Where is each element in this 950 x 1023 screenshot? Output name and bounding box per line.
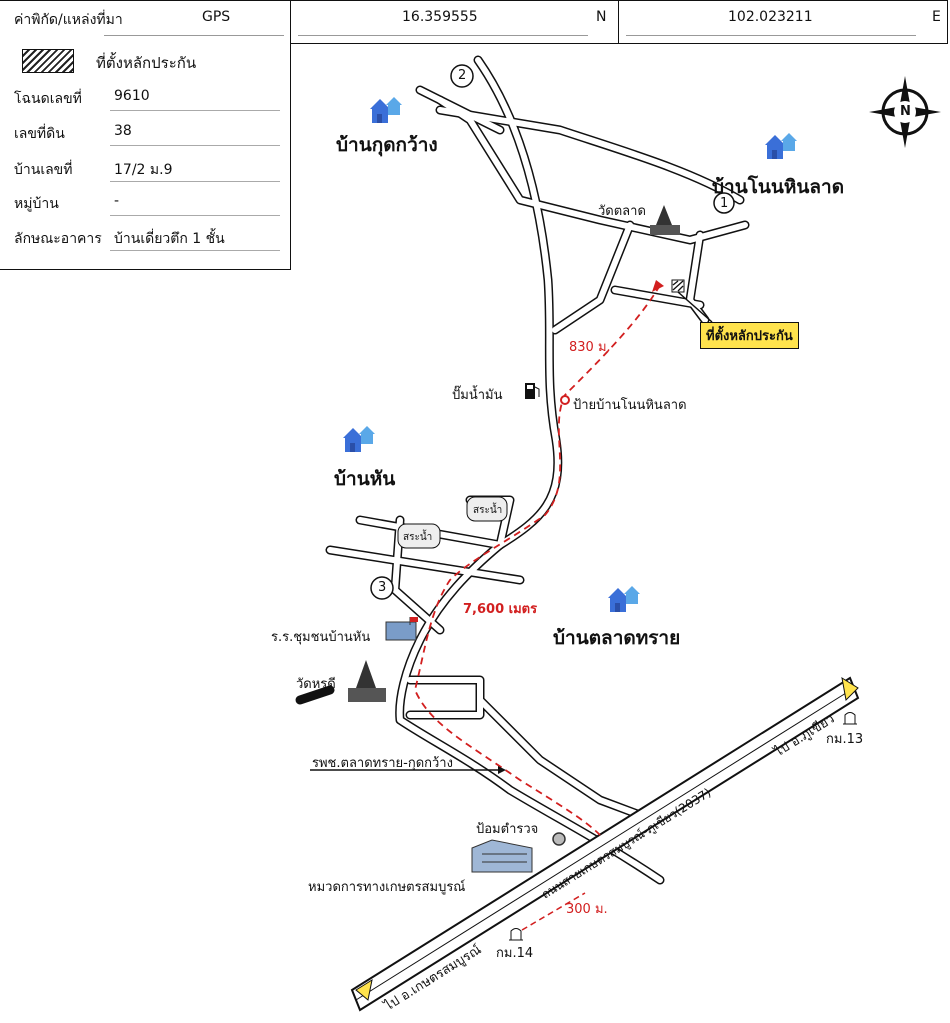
collateral-hatch: [672, 280, 684, 292]
info-value: บ้านเดี่ยวตึก 1 ชั้น: [114, 231, 225, 247]
info-label: บ้านเลขที่: [14, 162, 73, 178]
info-label: เลขที่ดิน: [14, 126, 65, 142]
police-box-label: ป้อมตำรวจ: [476, 822, 539, 837]
police-badge-icon: [552, 832, 566, 846]
info-value: 9610: [114, 88, 150, 104]
info-row-house-no: บ้านเลขที่ 17/2 ม.9: [14, 159, 280, 182]
coord-source: GPS: [202, 9, 231, 25]
highway-2037: [350, 676, 860, 1012]
collateral-callout: ที่ตั้งหลักประกัน: [700, 322, 799, 349]
km14-label: กม.14: [496, 946, 534, 961]
temple-icon: [650, 205, 680, 235]
village-kut-kwang: บ้านกุดกว้าง: [336, 134, 438, 156]
distance-300-label: 300 ม.: [566, 902, 608, 917]
coordinates-bar: ค่าพิกัด/แหล่งที่มา GPS 16.359555 N 102.…: [0, 0, 948, 44]
info-row-deed: โฉนดเลขที่ 9610: [14, 88, 280, 111]
marker-1-label: 1: [720, 196, 729, 211]
route-300m-path: [521, 892, 586, 931]
info-value: 17/2 ม.9: [114, 162, 173, 178]
road-network: [295, 55, 750, 885]
agri-unit-label: หมวดการทางเกษตรสมบูรณ์: [308, 880, 466, 895]
hospital-label: รพช.ตลาดทราย-กุดกว้าง: [312, 756, 453, 771]
house-icon: [343, 426, 375, 452]
wat-horadi-label: วัดหรดี: [296, 677, 336, 692]
bus-stop-icon: [560, 395, 570, 405]
wat-talat-label: วัดตลาด: [598, 204, 646, 219]
arrow-left-icon: [355, 978, 373, 1001]
village-ban-han: บ้านหัน: [334, 468, 396, 490]
school-label: ร.ร.ชุมชนบ้านหัน: [271, 630, 371, 645]
latitude-value: 16.359555: [402, 9, 478, 25]
property-info-box: ที่ตั้งหลักประกัน โฉนดเลขที่ 9610 เลขที่…: [0, 43, 291, 270]
arrow-right-icon: [841, 676, 859, 702]
compass-icon: [869, 76, 941, 148]
route-arrow-icon: [652, 280, 664, 292]
gas-station-label: ปั๊มน้ำมัน: [452, 388, 503, 403]
gas-pump-icon: [525, 383, 540, 399]
km-post-icon: [843, 712, 857, 725]
callout-leader-line: [677, 291, 713, 323]
info-label: โฉนดเลขที่: [14, 91, 82, 107]
info-row-village: หมู่บ้าน -: [14, 193, 280, 216]
collateral-legend-icon: [22, 49, 74, 73]
pond-shape: [466, 496, 508, 522]
house-icon: [608, 586, 640, 612]
agri-building-icon: [471, 839, 533, 873]
latitude-cell: 16.359555 N: [292, 1, 618, 43]
info-value: -: [114, 193, 120, 209]
marker-2-icon: [450, 64, 474, 88]
marker-3-icon: [370, 576, 394, 600]
longitude-value: 102.023211: [728, 9, 813, 25]
coord-source-cell: ค่าพิกัด/แหล่งที่มา GPS: [0, 1, 290, 43]
pond-shape: [397, 523, 441, 549]
coord-label: ค่าพิกัด/แหล่งที่มา: [14, 12, 123, 28]
km13-label: กม.13: [826, 732, 864, 747]
info-label: ลักษณะอาคาร: [14, 231, 102, 247]
marker-1-icon: [713, 192, 735, 214]
legend-label: ที่ตั้งหลักประกัน: [96, 54, 197, 72]
km-post-icon: [509, 928, 523, 941]
pond-label: สระน้ำ: [473, 505, 503, 516]
info-value: 38: [114, 123, 132, 139]
pond-label: สระน้ำ: [403, 532, 433, 543]
distance-7600-label: 7,600 เมตร: [463, 602, 538, 617]
school-building-icon: [385, 617, 418, 641]
distance-830-label: 830 ม.: [569, 340, 611, 355]
info-row-building: ลักษณะอาคาร บ้านเดี่ยวตึก 1 ชั้น: [14, 228, 280, 251]
info-row-land: เลขที่ดิน 38: [14, 123, 280, 146]
house-icon: [765, 133, 797, 159]
marker-3-label: 3: [378, 580, 387, 595]
latitude-dir: N: [596, 9, 607, 25]
longitude-dir: E: [932, 9, 941, 25]
house-icon: [370, 97, 402, 123]
marker-2-label: 2: [458, 68, 467, 83]
north-label: N: [900, 104, 911, 119]
temple-icon: [348, 660, 386, 702]
longitude-cell: 102.023211 E: [620, 1, 948, 43]
village-non-hin-lat: บ้านโนนหินลาด: [712, 176, 845, 198]
village-talat-sai: บ้านตลาดทราย: [553, 627, 681, 649]
info-label: หมู่บ้าน: [14, 196, 59, 212]
bus-stop-label: ป้ายบ้านโนนหินลาด: [573, 398, 687, 413]
